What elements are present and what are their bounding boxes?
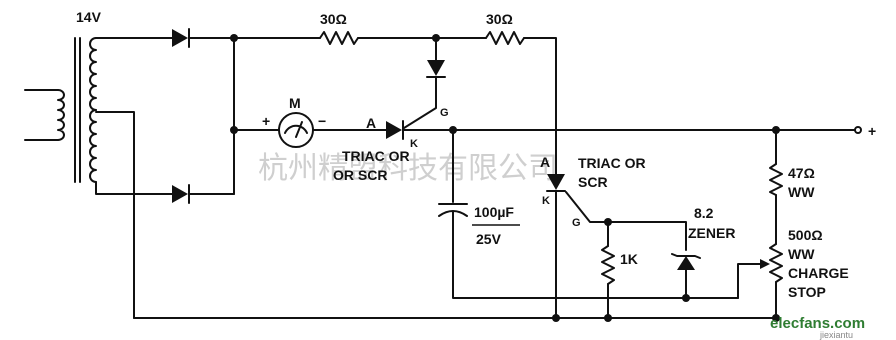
meter-plus-label: + (262, 113, 270, 129)
resistor-30-ohm-right-label: 30Ω (486, 11, 513, 27)
meter: M + − (262, 95, 326, 148)
watermark-text: 杭州精盟科技有限公司 (258, 151, 558, 186)
transformer-secondary-coil-upper (89, 37, 97, 111)
transformer-primary-coil (57, 89, 65, 141)
pot-value-label: 500Ω (788, 227, 823, 243)
pot-function-line2: STOP (788, 284, 826, 300)
scr2-anode-label: A (540, 154, 550, 170)
junction-dot (682, 294, 690, 302)
resistor-47-ohm-value: 47Ω (788, 165, 815, 181)
scr2-cathode-label: K (542, 195, 550, 207)
scr1-anode-label: A (366, 115, 376, 131)
junction-dots (230, 34, 780, 322)
pot-wiper-arrow (760, 259, 770, 269)
zener-bar (671, 253, 701, 259)
site-logo-text: elecfans.com (770, 315, 865, 332)
resistor-30-ohm-left: 30Ω (319, 11, 359, 45)
resistor-1k-label: 1K (620, 251, 638, 267)
junction-dot (772, 314, 780, 322)
potentiometer-500-ohm: 500Ω WW CHARGE STOP (769, 227, 849, 300)
scr1-body (386, 121, 402, 139)
diode-d2 (172, 184, 190, 204)
scr1: A G K TRIAC OR OR SCR (333, 107, 449, 183)
gate-diode (426, 60, 446, 78)
resistor-47-ohm-type: WW (788, 184, 815, 200)
diode-d2-body (172, 185, 188, 203)
scr2-type-line1: TRIAC OR (578, 155, 646, 171)
meter-minus-label: − (318, 113, 326, 129)
junction-dot (230, 126, 238, 134)
scr2-type-line2: SCR (578, 174, 608, 190)
secondary-bottom-wire (95, 181, 173, 195)
scr2-body (547, 174, 565, 190)
transformer: 14V (24, 9, 102, 183)
scr2: A K G TRIAC OR SCR (540, 154, 646, 229)
pot-type-label: WW (788, 246, 815, 262)
capacitor-value-label: 100µF (474, 204, 514, 220)
junction-dot (449, 126, 457, 134)
zener-type-label: ZENER (688, 225, 735, 241)
junction-dot (552, 314, 560, 322)
junction-dot (772, 126, 780, 134)
junction-dot (604, 314, 612, 322)
resistor-1k: 1K (601, 245, 638, 285)
wire-cap-bottom (452, 211, 739, 299)
meter-needle (295, 121, 303, 138)
zener-value-label: 8.2 (694, 205, 714, 221)
zener-diode: 8.2 ZENER (671, 205, 735, 270)
transformer-voltage-label: 14V (76, 9, 102, 25)
junction-dot (230, 34, 238, 42)
site-logo-subtext: jiexiantu (819, 330, 853, 340)
scr1-cathode-label: K (410, 138, 418, 150)
wire-gate-diode-to-gate (403, 76, 437, 129)
resistor-30-ohm-left-label: 30Ω (320, 11, 347, 27)
output-terminal (854, 126, 862, 134)
scr1-gate-label: G (440, 107, 449, 119)
meter-label: M (289, 95, 301, 111)
diode-d1 (172, 28, 190, 48)
meter-body (278, 112, 314, 148)
meter-scale (284, 124, 308, 134)
scr2-gate-label: G (572, 217, 581, 229)
pot-wiper-wire (737, 263, 763, 299)
site-logo: elecfans.com jiexiantu (770, 315, 865, 340)
diode-d1-body (172, 29, 188, 47)
output-plus-label: + (868, 123, 876, 139)
zener-body (677, 256, 695, 270)
capacitor-100uf: 100µF 25V (438, 203, 520, 247)
resistor-30-ohm-right: 30Ω (485, 11, 525, 45)
junction-dot (604, 218, 612, 226)
capacitor-voltage-label: 25V (476, 231, 502, 247)
junction-dot (432, 34, 440, 42)
center-tap-wire (95, 111, 135, 319)
transformer-secondary-coil-lower (89, 109, 97, 183)
pot-function-line1: CHARGE (788, 265, 849, 281)
gate-diode-body (427, 60, 445, 76)
scr1-type-line2: OR SCR (333, 167, 387, 183)
wire-r2-to-scr2 (523, 37, 557, 169)
wire-scr2-gate (565, 191, 687, 251)
resistor-47-ohm: 47Ω WW (769, 163, 815, 200)
scr1-type-line1: TRIAC OR (342, 148, 410, 164)
